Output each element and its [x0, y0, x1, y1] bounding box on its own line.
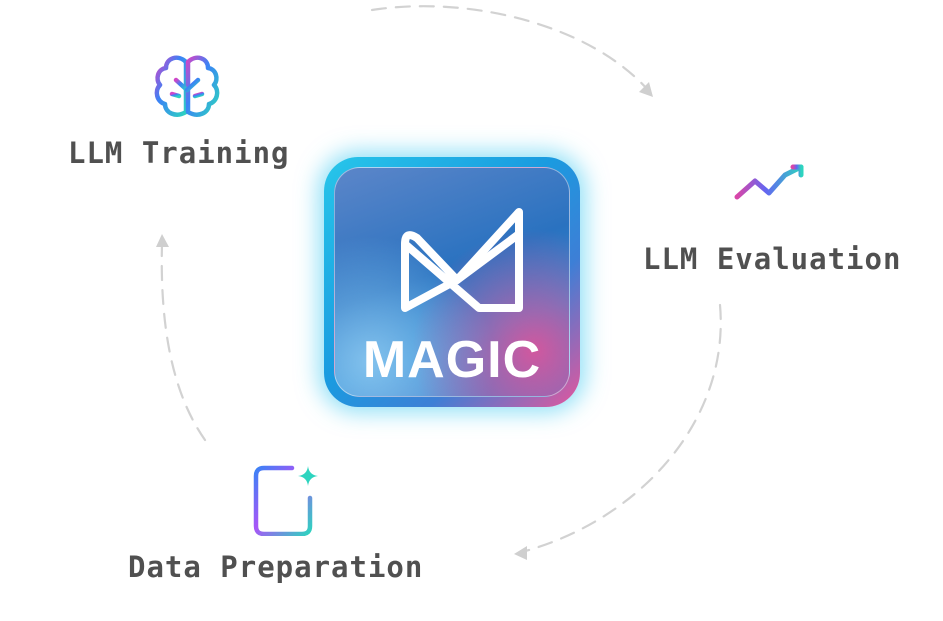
arrow-training-to-evaluation: [370, 5, 650, 92]
brain-icon: [154, 55, 220, 121]
stage-label-evaluation: LLM Evaluation: [643, 242, 902, 276]
magic-logo-text: MAGIC: [362, 331, 542, 389]
magic-mark-icon: [401, 208, 523, 312]
arrowhead-training: [156, 234, 169, 247]
arrow-evaluation-to-preparation: [520, 303, 722, 554]
stage-label-preparation: Data Preparation: [128, 550, 424, 584]
document-sparkle-icon: [253, 465, 318, 536]
magic-logo-inner: MAGIC: [334, 167, 570, 397]
arrowhead-evaluation: [639, 82, 653, 97]
magic-logo: MAGIC: [324, 157, 580, 407]
stage-label-training: LLM Training: [68, 136, 290, 170]
chart-icon: [734, 164, 804, 226]
arrowhead-preparation: [514, 546, 527, 560]
arrow-preparation-to-training: [160, 241, 207, 442]
